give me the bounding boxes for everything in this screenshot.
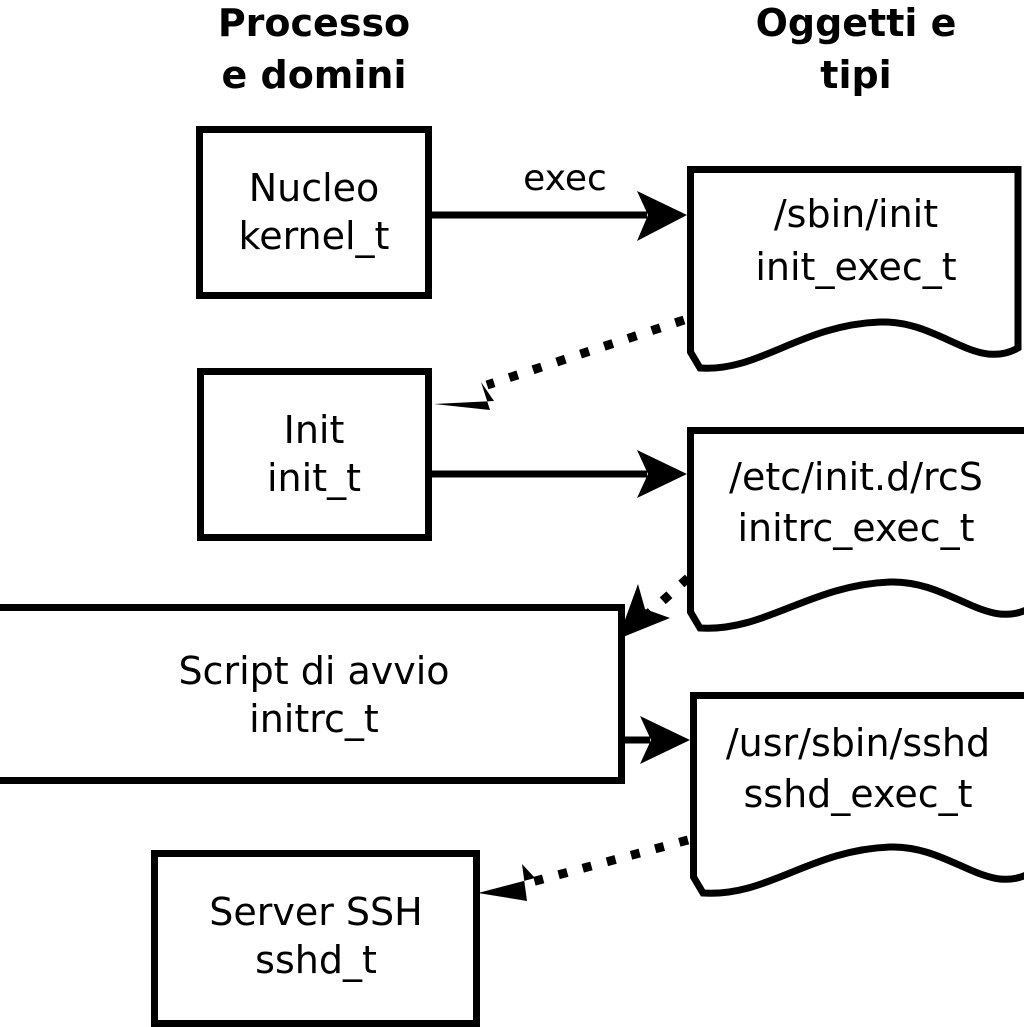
edge-kernel-to-init-exec-arrowhead (637, 191, 687, 241)
node-sshd-exec-body (690, 692, 1024, 894)
column-header-left-line1: Processo (218, 1, 410, 45)
node-init-exec-line1: /sbin/init (774, 192, 938, 236)
edge-init-exec-to-init[interactable] (434, 315, 686, 410)
edge-initrc-to-sshd-exec[interactable] (625, 716, 690, 764)
node-init-body (197, 368, 432, 541)
column-header-right-line1: Oggetti e (756, 1, 957, 45)
node-sshd-exec-line2: sshd_exec_t (743, 772, 972, 816)
column-header-right-line2: tipi (820, 53, 891, 97)
node-initrc-line1: Script di avvio (178, 649, 449, 693)
node-sshd-exec[interactable]: /usr/sbin/sshd sshd_exec_t (690, 692, 1024, 897)
node-kernel-border (196, 126, 432, 299)
edge-kernel-to-init-exec-label: exec (523, 158, 607, 199)
edge-sshd-exec-to-sshd[interactable] (478, 835, 690, 901)
node-init-exec-line2: init_exec_t (755, 245, 956, 289)
edge-initrc-exec-to-initrc[interactable] (618, 574, 692, 639)
edge-sshd-exec-to-sshd-arrowhead (478, 864, 535, 901)
node-init[interactable]: Init init_t (197, 368, 432, 541)
node-kernel-line1: Nucleo (249, 166, 380, 210)
node-init-exec[interactable]: /sbin/init init_exec_t (687, 166, 1022, 372)
column-header-left-line2: e domini (221, 53, 406, 97)
edge-init-to-initrc-exec[interactable] (432, 450, 687, 498)
node-sshd-border (151, 850, 480, 1027)
edge-initrc-to-sshd-exec-arrowhead (640, 716, 690, 764)
node-sshd-line2: sshd_t (255, 938, 377, 982)
node-init-border (197, 368, 432, 541)
node-init-line2: init_t (267, 456, 361, 500)
node-sshd-body (151, 850, 480, 1023)
node-sshd-line1: Server SSH (209, 890, 423, 934)
node-init-exec-body (687, 166, 1018, 369)
node-initrc-exec-border (687, 427, 1024, 632)
node-kernel[interactable]: Nucleo kernel_t (196, 126, 432, 299)
column-header-left: Processo e domini (218, 1, 410, 97)
edge-sshd-exec-to-sshd-line (526, 835, 690, 888)
node-initrc[interactable]: Script di avvio initrc_t (0, 604, 625, 784)
node-sshd[interactable]: Server SSH sshd_t (151, 850, 480, 1027)
node-sshd-exec-border (690, 692, 1024, 897)
node-kernel-body (196, 126, 432, 299)
node-sshd-exec-line1: /usr/sbin/sshd (726, 721, 990, 765)
edge-init-exec-to-init-arrowhead (434, 382, 494, 410)
node-initrc-border (0, 604, 625, 784)
node-initrc-line2: initrc_t (249, 697, 379, 741)
node-initrc-exec-line1: /etc/init.d/rcS (729, 455, 983, 499)
edge-initrc-exec-to-initrc-line (644, 574, 692, 618)
node-initrc-body (0, 604, 625, 784)
node-initrc-exec-line2: initrc_exec_t (738, 506, 975, 550)
column-header-right: Oggetti e tipi (756, 1, 957, 97)
node-initrc-exec-body (687, 427, 1024, 629)
edge-initrc-exec-to-initrc-arrowhead (618, 584, 670, 639)
node-initrc-exec[interactable]: /etc/init.d/rcS initrc_exec_t (687, 427, 1024, 632)
edge-kernel-to-init-exec[interactable]: exec (432, 158, 687, 241)
edge-init-to-initrc-exec-arrowhead (637, 450, 687, 498)
node-init-line1: Init (284, 408, 345, 452)
node-kernel-line2: kernel_t (239, 214, 390, 258)
node-init-exec-border (687, 166, 1022, 372)
edge-init-exec-to-init-line (485, 315, 686, 390)
